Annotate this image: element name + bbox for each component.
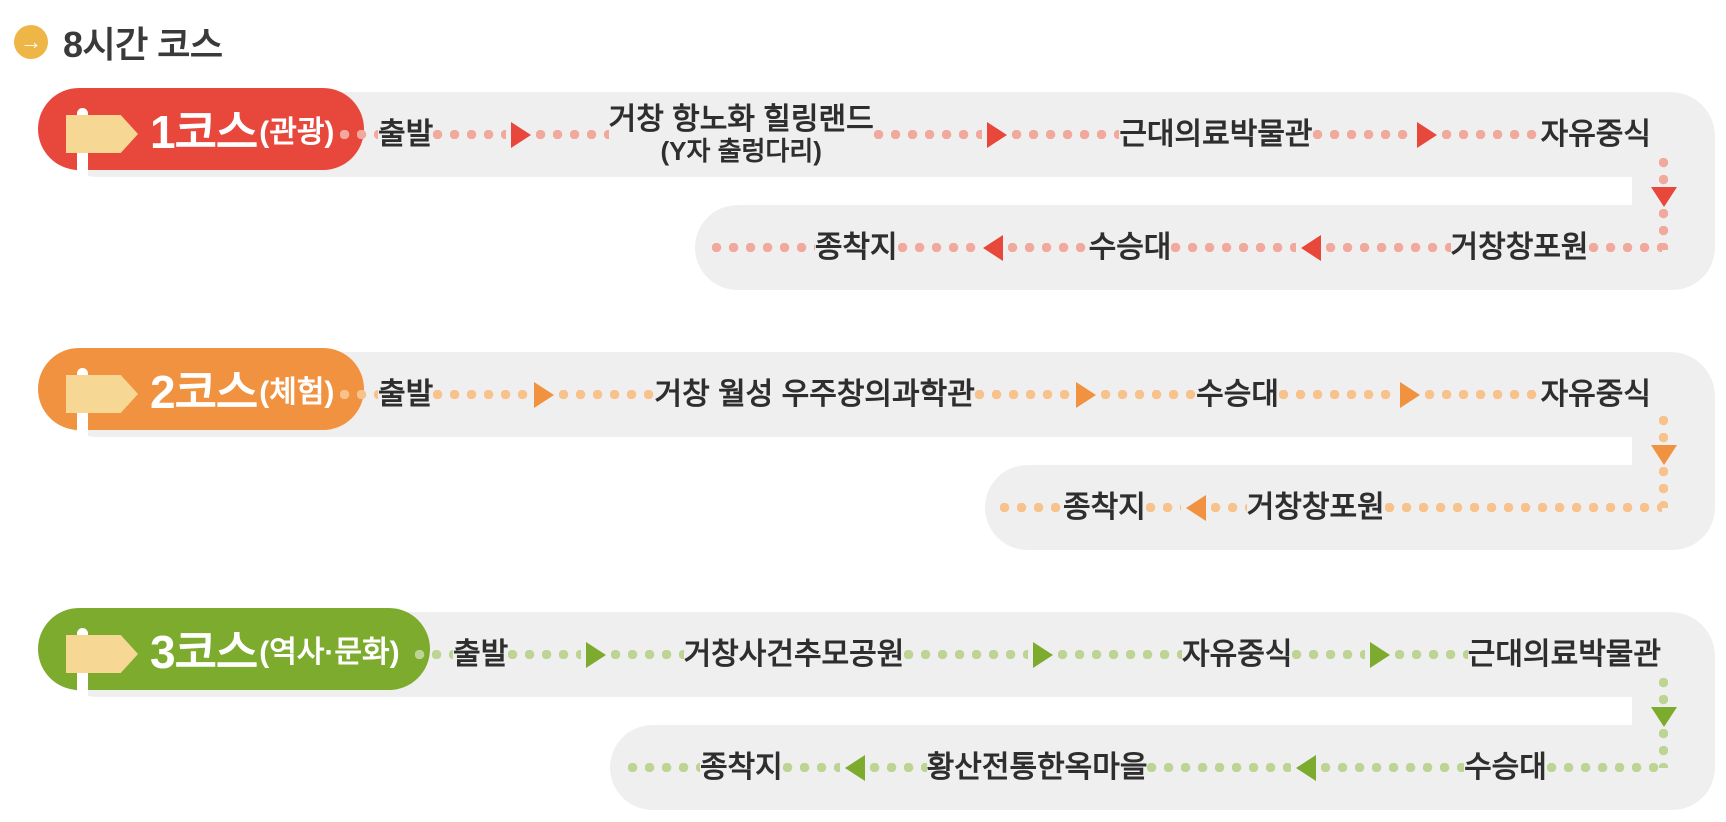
stop-label: 수승대 [1088,230,1172,264]
route-segment [904,641,1183,668]
down-connector [1651,416,1677,508]
arrow-down-icon [1651,445,1677,466]
arrow-right-icon [1033,641,1054,668]
signpost-icon [66,108,146,218]
arrow-right-icon [1399,381,1420,408]
route-segment [1145,494,1247,521]
route-dots [1000,503,1064,512]
route-dots [628,763,700,772]
arrow-down-icon [1651,187,1677,208]
stop-label: 거창 항노화 힐링랜드 (Y자 출렁다리) [608,103,874,166]
arrow-left-icon [1300,234,1321,261]
arrow-right-icon [1075,381,1096,408]
route-segment [1292,641,1468,668]
course-2-badge: 2코스 (체험) [38,348,365,456]
section-header: → 8시간 코스 [14,16,223,68]
arrow-down-icon [1651,706,1677,727]
route-segment [873,121,1120,148]
route-dots [340,130,378,139]
route-segment [1312,121,1541,148]
stop-label: 자유중식 [1182,637,1293,671]
route-segment [433,121,609,148]
route-segment [974,381,1197,408]
end-label: 종착지 [699,750,783,784]
stop-label: 거창사건추모공원 [683,637,905,671]
course-name: 1코스 [150,106,258,158]
route-dots [1384,503,1662,512]
stop-label: 황산전통한옥마을 [926,750,1148,784]
arrow-right-icon [533,381,554,408]
route-segment [1278,381,1541,408]
arrow-right-icon [1370,641,1391,668]
route-dots [1546,763,1663,772]
course-1-badge: 1코스 (관광) [38,88,365,196]
arrow-right-circle-icon: → [14,25,48,59]
arrow-right-icon [510,121,531,148]
course-name: 2코스 [150,366,258,418]
course-3-badge: 3코스 (역사·문화) [38,608,430,716]
course-category: (체험) [259,376,335,409]
start-label: 출발 [378,377,434,411]
return-row: 종착지 거창창포원 [1000,465,1662,550]
outbound-row: 출발 거창사건추모공원 자유중식 근대의료박물관 [415,612,1661,697]
arrow-left-icon [983,234,1004,261]
outbound-row: 출발 거창 월성 우주창의과학관 수승대 자유중식 [340,352,1651,437]
arrow-right-icon [585,641,606,668]
down-connector [1651,158,1677,250]
section-title: 8시간 코스 [63,24,223,65]
stop-label: 수승대 [1464,750,1547,784]
route-dots [712,243,815,252]
signpost-icon [66,368,146,478]
course-1: 1코스 (관광) 출발 거창 항노화 힐링랜드 (Y자 출렁다리) 근대의료박물… [0,88,1726,292]
route-segment [1147,754,1465,781]
route-dots [415,650,453,659]
end-label: 종착지 [814,230,898,264]
outbound-row: 출발 거창 항노화 힐링랜드 (Y자 출렁다리) 근대의료박물관 자유중식 [340,92,1651,177]
return-row: 종착지 수승대 거창창포원 [712,205,1662,290]
course-category: (관광) [259,116,335,149]
end-label: 종착지 [1063,490,1146,524]
stop-label: 근대의료박물관 [1119,117,1313,151]
route-segment [897,234,1089,261]
arrow-right-icon [986,121,1007,148]
arrow-left-icon [844,754,865,781]
route-dots [1588,243,1662,252]
course-category: (역사·문화) [259,636,400,669]
signpost-icon [66,628,146,738]
route-segment [782,754,927,781]
route-segment [1171,234,1451,261]
stop-label: 자유중식 [1540,117,1651,151]
stop-label: 근대의료박물관 [1467,637,1661,671]
stop-label: 거창창포원 [1246,490,1385,524]
down-connector [1651,678,1677,768]
stop-label: 거창 월성 우주창의과학관 [654,377,975,411]
route-segment [508,641,684,668]
course-name: 3코스 [150,626,258,678]
route-segment [433,381,655,408]
course-2: 2코스 (체험) 출발 거창 월성 우주창의과학관 수승대 자유중식 종착지 거… [0,348,1726,552]
arrow-right-icon [1416,121,1437,148]
arrow-left-icon [1295,754,1316,781]
course-3: 3코스 (역사·문화) 출발 거창사건추모공원 자유중식 근대의료박물관 종착지… [0,608,1726,812]
stop-label: 자유중식 [1540,377,1651,411]
start-label: 출발 [378,117,434,151]
stop-label: 수승대 [1196,377,1279,411]
stop-label: 거창창포원 [1450,230,1589,264]
route-dots [340,390,378,399]
return-row: 종착지 황산전통한옥마을 수승대 [628,725,1663,810]
start-label: 출발 [453,637,509,671]
arrow-left-icon [1186,494,1207,521]
